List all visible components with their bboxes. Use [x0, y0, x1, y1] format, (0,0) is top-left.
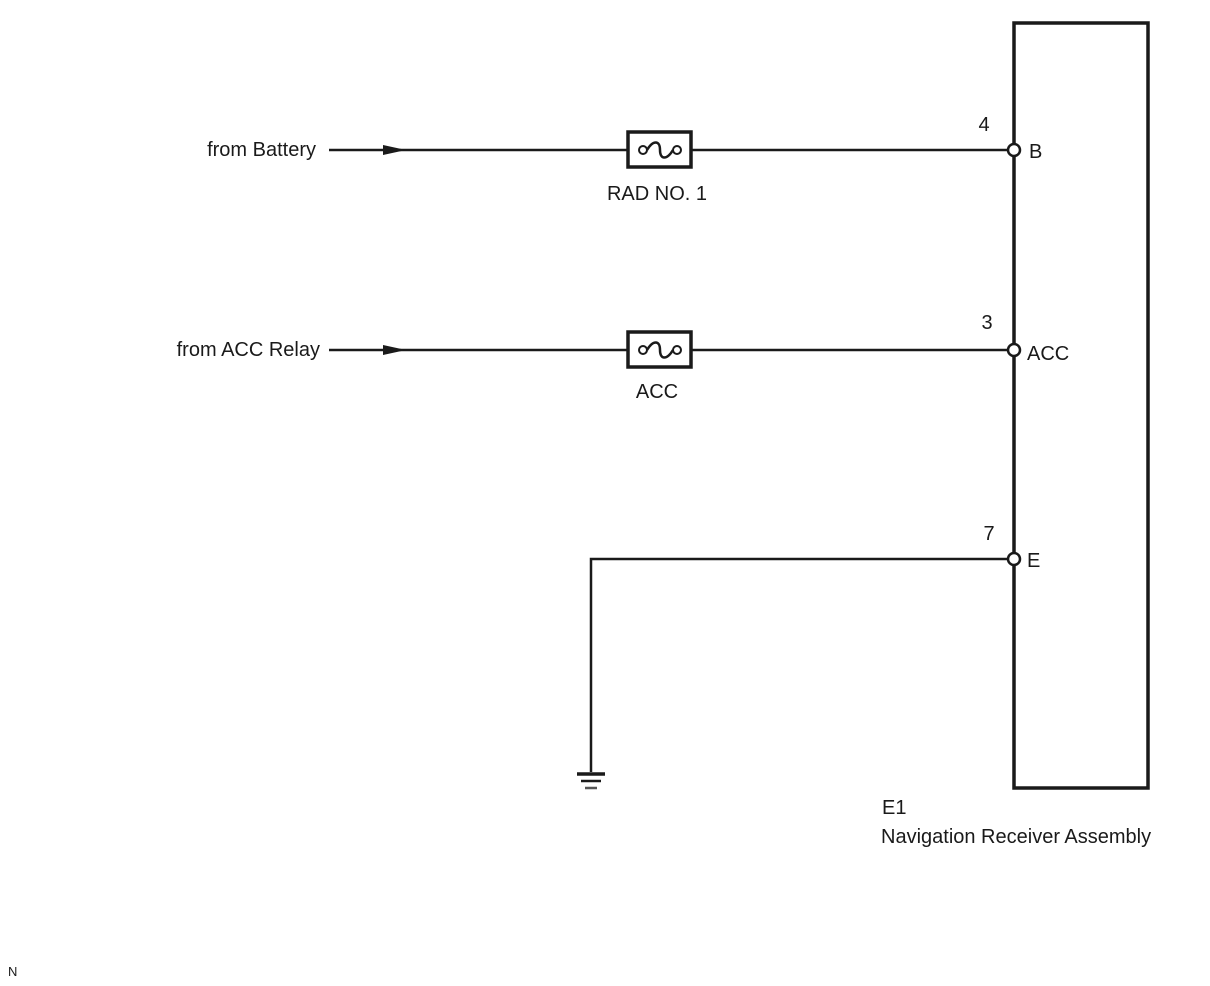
terminal-label-b: B — [1029, 141, 1042, 163]
acc-circuit: from ACC Relay ACC 3 ACC — [177, 312, 1070, 403]
fuse-label-rad-no-1: RAD NO. 1 — [607, 183, 707, 205]
component-name: Navigation Receiver Assembly — [881, 826, 1151, 848]
navigation-receiver-box — [1012, 21, 1150, 790]
fuse-icon — [626, 130, 693, 169]
ground-circuit: 7 E — [577, 523, 1040, 790]
terminal-e-icon — [1006, 551, 1022, 567]
arrow-icon — [383, 345, 406, 355]
corner-mark: N — [8, 964, 17, 979]
terminal-label-acc: ACC — [1027, 343, 1069, 365]
pin-number-7: 7 — [983, 523, 994, 545]
ground-icon — [577, 772, 605, 790]
terminal-acc-icon — [1006, 342, 1022, 358]
source-label-acc-relay: from ACC Relay — [177, 339, 320, 361]
arrow-icon — [383, 145, 406, 155]
fuse-icon — [626, 330, 693, 369]
wire-ground — [589, 557, 1008, 772]
pin-number-3: 3 — [981, 312, 992, 334]
pin-number-4: 4 — [978, 114, 989, 136]
fuse-label-acc: ACC — [636, 381, 678, 403]
source-label-battery: from Battery — [207, 139, 316, 161]
component-code: E1 — [882, 797, 906, 819]
terminal-label-e: E — [1027, 550, 1040, 572]
battery-circuit: from Battery RAD NO. 1 4 B — [207, 114, 1042, 205]
terminal-b-icon — [1006, 142, 1022, 158]
